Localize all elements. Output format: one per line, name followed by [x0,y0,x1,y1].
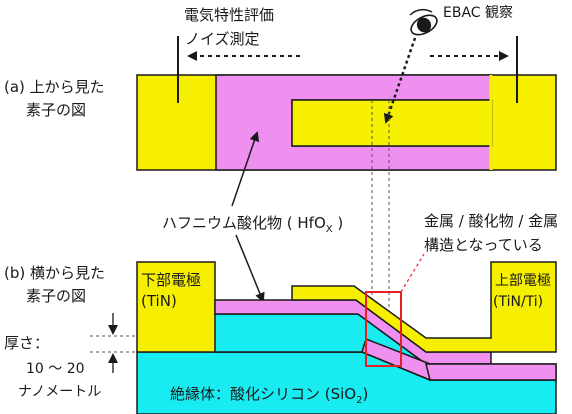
hafnium-arrow-up [231,131,260,207]
thickness-label-line1: 厚さ： [4,334,49,352]
substrate-top-strip [425,363,557,381]
top-view-label-line2: 素子の図 [26,101,86,119]
mim-structure-label-line1: 金属 / 酸化物 / 金属 [424,212,558,230]
measure-label-line1: 電気特性評価 [184,6,274,24]
upper-electrode-label-line1: 上部電極 [495,273,551,289]
top-view-label-line1: (a) 上から見た [4,78,105,96]
mim-highlight-pointer [400,253,425,293]
top-view [136,74,557,171]
side-view-label-line1: (b) 横から見た [4,264,105,282]
hafnium-oxide-label: ハフニウム酸化物 ( HfOX ) [162,214,343,235]
insulator-substrate [136,351,557,414]
side-view-label-line2: 素子の図 [26,287,86,305]
lower-electrode-label-line1: 下部電極 [141,271,201,289]
thickness-label-line2: 10 ～ 20 [26,361,85,377]
mim-highlight-box [365,291,402,367]
mim-structure-label-line2: 構造となっている [424,236,543,254]
measure-label-line2: ノイズ測定 [185,30,260,48]
hafnium-arrow-down [235,234,265,303]
eye-icon [409,8,438,36]
lower-electrode-label-line2: (TiN) [141,292,177,310]
ebac-label: EBAC 観察 [443,4,513,21]
upper-electrode-label-line2: (TiN/Ti) [493,294,543,310]
ebac-arrow [383,37,417,124]
insulator-label: 絶縁体：酸化シリコン (SiO2) [170,385,368,406]
side-view [136,253,557,414]
thickness-label-line3: ナノメートル [18,384,101,400]
